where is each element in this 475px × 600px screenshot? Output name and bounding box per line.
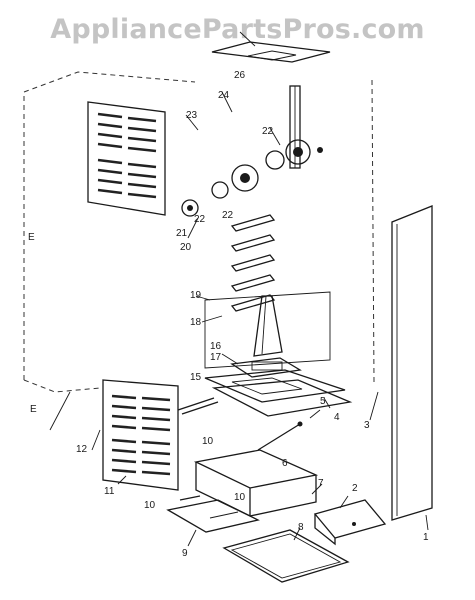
- rods: [177, 397, 303, 501]
- callout-label: 22: [262, 126, 274, 137]
- callout-label: 24: [218, 90, 230, 101]
- side-door-panel: [391, 205, 433, 521]
- callout-label: 6: [282, 458, 288, 469]
- watermark-text: AppliancePartsPros.com: [50, 14, 425, 45]
- callout-label: 9: [182, 548, 188, 559]
- skirt-plate: [166, 499, 260, 533]
- callout-label: 8: [298, 522, 304, 533]
- callout-label: 4: [334, 412, 340, 423]
- callout-label: 10: [144, 500, 156, 511]
- upper-grill-panel: [87, 101, 166, 216]
- leader-lines: [49, 31, 429, 547]
- callout-label: 5: [320, 396, 326, 407]
- callout-label: 21: [176, 228, 188, 239]
- callout-label: 22: [222, 210, 234, 221]
- burner-plate: [204, 369, 353, 417]
- baffle-shelves: [230, 214, 276, 312]
- callout-label: 15: [190, 372, 202, 383]
- callout-label: E: [30, 404, 37, 415]
- callout-label: 10: [202, 436, 214, 447]
- callout-label: E: [28, 232, 35, 243]
- callout-label: 3: [364, 420, 370, 431]
- callout-label: 1: [423, 532, 429, 543]
- callout-label: 20: [180, 242, 192, 253]
- callout-label: 26: [234, 70, 246, 81]
- callout-label: 10: [234, 492, 246, 503]
- mounting-bracket: [313, 499, 387, 546]
- callout-label: 7: [318, 478, 324, 489]
- callout-label: 18: [190, 317, 202, 328]
- flue-assembly: [181, 85, 323, 217]
- lower-grill-panel: [102, 379, 179, 491]
- callout-label: 16: [210, 341, 222, 352]
- lower-tray: [193, 449, 319, 518]
- callout-labels: 1 2 3 4 5 6 7 8 9 10 10 10 11 12 15 16 1…: [28, 70, 429, 559]
- top-cover-panel: [211, 41, 331, 63]
- callout-label: 17: [210, 352, 222, 363]
- callout-label: 23: [186, 110, 198, 121]
- callout-label: 12: [76, 444, 88, 455]
- cabinet-outline-dashed: [23, 71, 375, 393]
- callout-label: 19: [190, 290, 202, 301]
- bottom-plate: [222, 529, 350, 583]
- callout-label: 2: [352, 483, 358, 494]
- callout-label: 22: [194, 214, 206, 225]
- combustion-chamber: [204, 291, 331, 378]
- callout-label: 11: [104, 486, 115, 497]
